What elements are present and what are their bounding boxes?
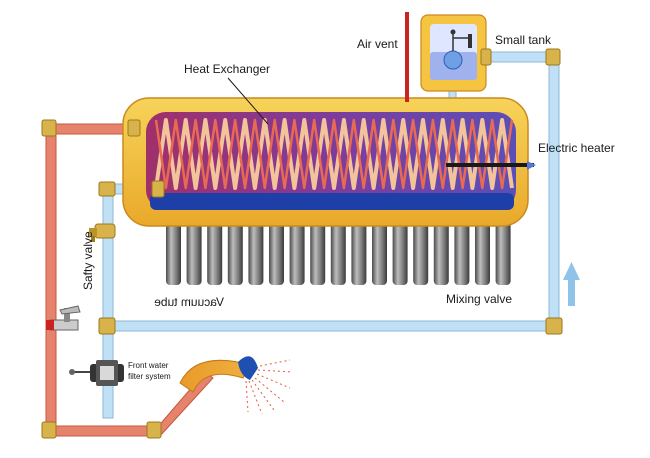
air-vent: [405, 12, 409, 102]
bottom-cold-pipe: [102, 320, 559, 332]
fitting-top-right: [545, 48, 561, 66]
spray-line: [257, 369, 293, 373]
vacuum-tube-label: Vacuum tube: [154, 295, 224, 309]
hot-bottom-pipe: [45, 425, 159, 437]
heat-exchanger-leader: [227, 77, 269, 125]
electric-heater-label: Electric heater: [538, 141, 615, 155]
front-filter-label-2: filter system: [128, 372, 171, 381]
spray-line: [259, 359, 291, 367]
electric-heater-rod: [446, 163, 534, 167]
heater-tip: [527, 161, 536, 170]
flow-up-arrow-icon: [563, 262, 580, 306]
fitting-bottom-right: [545, 317, 563, 335]
fitting-cold-elbow: [98, 181, 116, 197]
tank-bottom-zone: [150, 193, 514, 210]
water-spray: [245, 359, 293, 415]
mixing-valve-tap: [46, 305, 81, 331]
spray-line: [248, 380, 263, 415]
fitting-tee-bottom: [98, 317, 116, 335]
right-riser-pipe: [548, 57, 560, 329]
front-water-filter: [69, 360, 124, 386]
shower-head: [238, 356, 258, 380]
safety-valve: [89, 223, 116, 242]
safety-valve-label: Safty valve: [81, 231, 95, 290]
spray-line: [254, 377, 285, 403]
shower-hose: [179, 356, 293, 415]
spray-line: [256, 373, 291, 389]
pipe-fittings: [41, 48, 563, 439]
fitting-tank-hot: [127, 119, 141, 137]
hot-left-pipe: [45, 123, 57, 437]
heat-exchanger-label: Heat Exchanger: [184, 62, 270, 76]
fitting-bottom-left: [41, 421, 57, 439]
storage-tank: [122, 97, 536, 227]
coil-strand-light: [154, 118, 514, 190]
fitting-top-left: [41, 119, 57, 137]
air-vent-label: Air vent: [357, 37, 398, 51]
coil-strand-hot: [154, 118, 514, 190]
small-tank: [420, 14, 487, 92]
mixing-valve-label: Mixing valve: [446, 292, 512, 306]
front-filter-label-1: Front water: [128, 361, 169, 370]
fitting-bottom-mid: [146, 421, 162, 439]
heat-exchanger-coil: [154, 118, 514, 190]
small-tank-outlet-pipe: [483, 51, 557, 63]
spray-line: [245, 380, 249, 413]
small-tank-label: Small tank: [495, 33, 552, 47]
fitting-tank-cold: [151, 180, 165, 198]
fitting-small-tank: [480, 48, 492, 66]
float-ball-icon: [443, 50, 463, 70]
spray-line: [251, 379, 275, 411]
